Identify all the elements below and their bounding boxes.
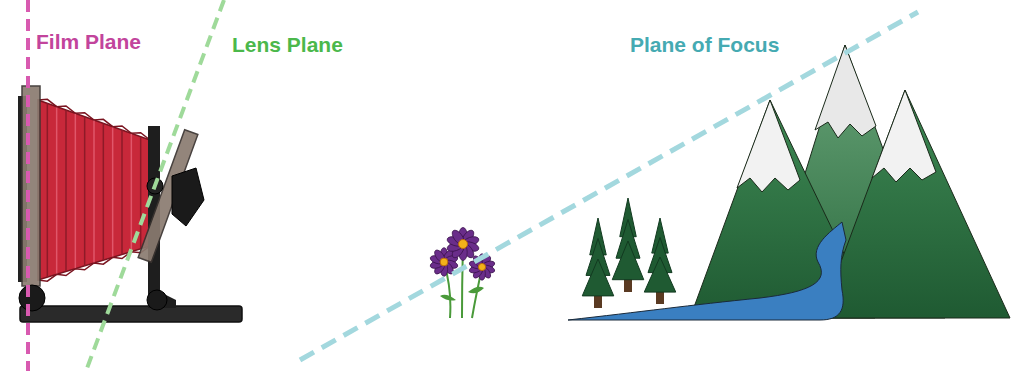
mountains xyxy=(815,45,876,138)
bellows-pleats xyxy=(112,127,114,258)
mountains xyxy=(820,90,1010,318)
bellows-pleats xyxy=(121,130,123,255)
film-plane-line xyxy=(26,0,30,371)
bellows-pleats xyxy=(140,137,142,249)
ground-glass xyxy=(22,86,40,286)
trees xyxy=(644,257,676,292)
flowers xyxy=(440,287,484,301)
trees xyxy=(612,241,644,280)
lens-plane-line xyxy=(86,0,224,371)
front-knob xyxy=(147,290,167,310)
bellows-pleats xyxy=(103,123,105,260)
lens-plane-label: Lens Plane xyxy=(232,33,343,56)
bellows-pleats xyxy=(65,110,67,272)
bellows-pleats xyxy=(38,246,150,281)
focus-plane-line xyxy=(300,12,918,360)
bellows-pleats xyxy=(38,99,150,140)
bellows-pleats xyxy=(131,133,133,251)
camera-rail xyxy=(20,306,242,322)
view-camera xyxy=(18,86,242,322)
bellows-pleats xyxy=(38,99,150,281)
bellows-pleats xyxy=(84,117,86,266)
flowers xyxy=(429,228,495,319)
bellows-pleats xyxy=(93,120,95,263)
flowers xyxy=(459,240,468,249)
flowers xyxy=(478,263,485,270)
film-plane-label: Film Plane xyxy=(36,30,141,53)
trees xyxy=(582,198,676,308)
rear-knob xyxy=(19,285,45,311)
flowers xyxy=(446,228,480,261)
mountains xyxy=(690,45,1010,318)
lens xyxy=(172,168,204,226)
bellows-pleats xyxy=(56,107,58,275)
mountains xyxy=(737,100,800,192)
flowers xyxy=(440,258,448,266)
bellows-pleats xyxy=(75,113,77,268)
trees xyxy=(582,259,614,296)
river xyxy=(568,222,846,320)
bellows xyxy=(38,100,150,280)
mountains xyxy=(872,90,936,182)
focus-plane-label: Plane of Focus xyxy=(630,33,779,56)
bellows-pleats xyxy=(47,103,49,277)
